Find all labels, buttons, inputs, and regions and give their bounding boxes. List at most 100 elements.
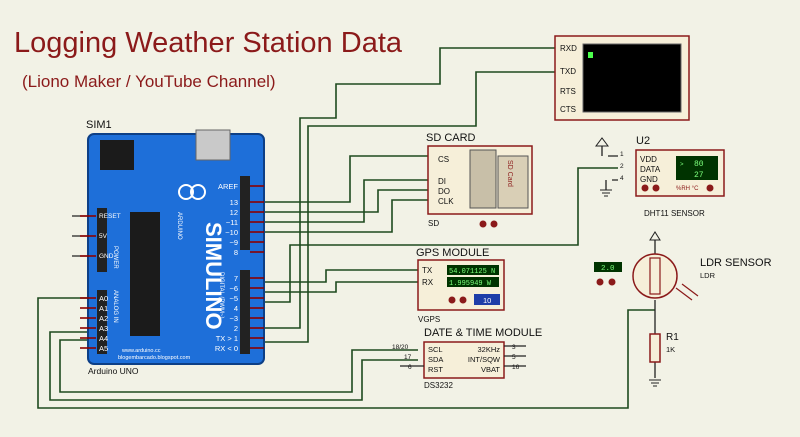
resistor-r1[interactable]: R1 1K <box>649 332 679 387</box>
dht-temperature: 27 <box>694 171 704 180</box>
terminal-cursor <box>588 52 593 58</box>
wire-sd-cs <box>262 155 428 203</box>
ldr-name: LDR <box>700 271 716 280</box>
gps-title: GPS MODULE <box>416 247 489 259</box>
gps-value-box <box>474 294 500 305</box>
pin-12: 12 <box>230 208 238 217</box>
pin-reset: RESET <box>99 213 121 220</box>
rtc-frame <box>423 341 505 379</box>
ldr-up-button[interactable] <box>608 278 616 286</box>
dc-jack <box>100 140 134 170</box>
dht-name: DHT11 SENSOR <box>644 209 705 218</box>
rtc-num-intsqw: 5 <box>512 354 516 361</box>
power-header <box>97 208 107 272</box>
dht-pin-gnd: GND <box>640 175 658 184</box>
ldr-sensor[interactable]: 2.0 LDR SENSOR LDR <box>594 231 772 301</box>
pin-6: ~6 <box>229 284 238 293</box>
rtc-name: DS3232 <box>424 381 453 390</box>
wire-sd-clk <box>262 199 428 233</box>
rtc-pin-vbat: VBAT <box>481 365 500 374</box>
wire-rtc-sda <box>49 331 418 401</box>
rtc-pin-sda: SDA <box>428 355 443 364</box>
dht-pin-num-2: 2 <box>620 163 624 170</box>
gps-pin-rx: RX <box>422 278 434 287</box>
arduino-url2: blogembarcado.blogspot.com <box>118 355 191 361</box>
rtc-module[interactable]: DATE & TIME MODULE 18/20 17 6 SCL SDA RS… <box>392 327 542 390</box>
dht-lcd <box>676 156 718 180</box>
page-subtitle: (Liono Maker / YouTube Channel) <box>22 72 276 91</box>
rtc-num-scl: 18/20 <box>392 344 409 351</box>
dht-down-button[interactable] <box>641 184 649 192</box>
arduino-uno[interactable]: SIM1 SIMULINO ARDUINO ANALOG IN POWER DI… <box>80 119 265 376</box>
resistor-value: 1K <box>666 345 675 354</box>
arduino-ref: SIM1 <box>86 119 112 131</box>
pin-3: ~3 <box>229 314 238 323</box>
dht-humidity: 80 <box>694 160 704 169</box>
pin-13: 13 <box>230 198 238 207</box>
ldr-title: LDR SENSOR <box>700 257 772 269</box>
rtc-num-32khz: 3 <box>512 344 516 351</box>
dht-pin-num-1: 1 <box>620 151 624 158</box>
pin-5v: 5V <box>99 233 108 240</box>
analog-header <box>97 290 107 354</box>
digital-pins-top: AREF 13 12 ~11 ~10 ~9 8 <box>218 182 264 257</box>
arduino-brand: SIMULINO <box>201 222 226 330</box>
arduino-url: www.arduino.cc <box>121 348 161 354</box>
pin-clk: CLK <box>438 197 454 206</box>
power-pins: RESET 5V GND <box>80 213 121 260</box>
pin-10: ~10 <box>225 228 238 237</box>
dht-pin-num-4: 4 <box>620 175 624 182</box>
light-arrows-icon <box>675 283 699 301</box>
digital-pins-bottom: 7 ~6 ~5 4 ~3 2 TX > 1 RX < 0 <box>215 274 264 353</box>
rtc-title: DATE & TIME MODULE <box>424 327 542 339</box>
gps-name: VGPS <box>418 315 440 324</box>
gps-button-1[interactable] <box>448 296 456 304</box>
arduino-name: Arduino UNO <box>88 366 139 376</box>
arduino-logo-icon <box>178 184 194 200</box>
wire-sd-do <box>262 189 428 213</box>
gps-lon-display <box>447 277 499 287</box>
virtual-terminal[interactable]: RXD TXD RTS CTS <box>554 35 690 121</box>
pin-a4: A4 <box>99 334 108 343</box>
page-title: Logging Weather Station Data <box>14 27 403 59</box>
pin-do: DO <box>438 187 450 196</box>
rtc-pin-32khz: 32KHz <box>477 345 500 354</box>
wire-gps-rx <box>262 281 418 293</box>
arduino-sub: ARDUINO <box>176 212 182 240</box>
sd-card <box>497 155 529 209</box>
wire-dht-data <box>262 167 618 303</box>
ldr-body <box>632 253 678 299</box>
gps-pin-tx: TX <box>422 266 433 275</box>
pin-4: 4 <box>234 304 238 313</box>
digital-header-bottom <box>240 270 250 354</box>
wire-rxd <box>262 47 560 329</box>
pin-2: 2 <box>234 324 238 333</box>
rtc-num-vbat: 16 <box>512 364 520 371</box>
ldr-down-button[interactable] <box>596 278 604 286</box>
sd-card-module[interactable]: SD CARD SD Card CS DI DO CLK SD <box>426 132 533 228</box>
dht-up-button[interactable] <box>652 184 660 192</box>
terminal-screen <box>582 43 682 113</box>
ldr-element <box>649 257 661 295</box>
wire-ldr-a0 <box>37 297 655 409</box>
pin-11: ~11 <box>226 218 238 227</box>
sd-title: SD CARD <box>426 132 476 144</box>
pin-rts: RTS <box>560 87 576 96</box>
gps-button-2[interactable] <box>459 296 467 304</box>
dht-pin-vdd: VDD <box>640 155 657 164</box>
analog-label: ANALOG IN <box>112 290 118 323</box>
pin-0: RX < 0 <box>215 344 238 353</box>
pin-8: 8 <box>234 248 238 257</box>
dht-units: %RH °C <box>676 186 699 192</box>
dht11-sensor[interactable]: U2 1 2 4 VDD DATA GND > 80 27 %RH °C DHT… <box>595 135 725 218</box>
gps-latitude: 54.071125 N <box>449 268 495 276</box>
usb-port <box>195 129 231 161</box>
gps-module[interactable]: GPS MODULE TX RX 54.071125 N 1.995949 W … <box>416 247 505 324</box>
pin-cs: CS <box>438 155 449 164</box>
digital-label: DIGITAL (PWM~) <box>218 272 224 319</box>
pin-rxd: RXD <box>560 44 577 53</box>
pin-gnd: GND <box>99 253 114 260</box>
rtc-pin-rst: RST <box>428 365 443 374</box>
